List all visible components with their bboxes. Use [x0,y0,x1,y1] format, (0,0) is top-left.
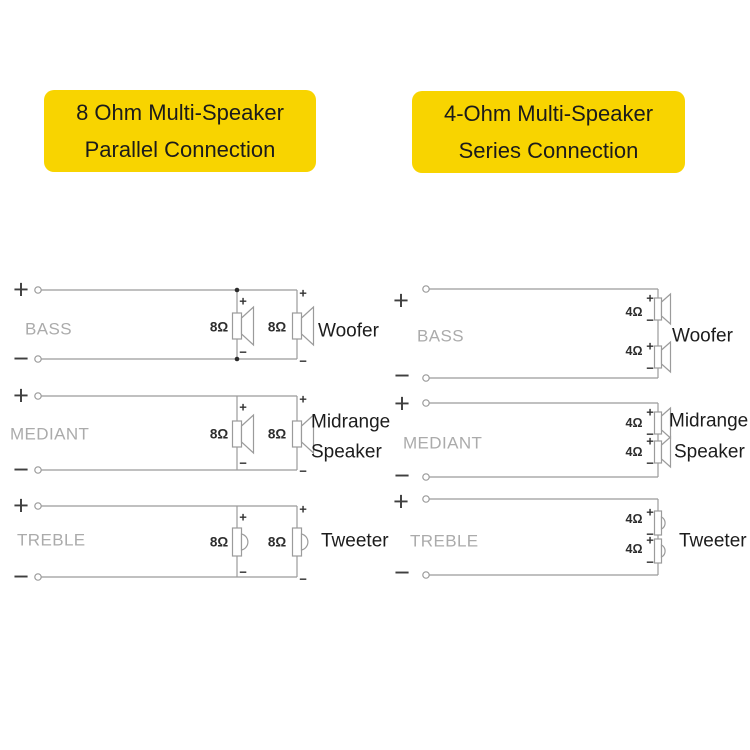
parallel-title-line1: 8 Ohm Multi-Speaker [76,99,284,125]
terminal-circle [422,571,430,579]
terminal-minus: − [394,360,410,391]
terminal-circle [422,473,430,481]
terminal-circle [34,286,42,294]
tweeter-icon [231,527,249,557]
terminal-minus: − [394,460,410,491]
polarity-plus: + [646,338,654,354]
polarity-minus: − [239,564,247,580]
impedance-label: 4Ω [625,415,643,430]
channel-label-treble: TREBLE [17,530,86,550]
parallel-title-line2: Parallel Connection [84,137,276,162]
speaker-name-midrange2: Speaker [311,441,382,463]
polarity-plus: + [299,285,307,301]
polarity-plus: + [239,509,247,525]
channel-label-mediant: MEDIANT [10,424,90,444]
speaker-name-midrange2: Speaker [674,441,745,463]
impedance-label: 8Ω [209,534,229,550]
terminal-circle [34,573,42,581]
impedance-label: 8Ω [267,319,287,335]
polarity-minus: − [299,463,307,479]
tweeter-icon [653,538,666,564]
speaker-name-woofer: Woofer [672,325,733,347]
terminal-plus: + [394,388,410,419]
tweeter-icon [291,527,309,557]
polarity-minus: − [646,455,654,471]
impedance-label: 8Ω [267,426,287,442]
polarity-plus: + [239,399,247,415]
series-diagram [422,285,672,579]
terminal-circle [422,495,430,503]
impedance-label: 4Ω [625,444,643,459]
terminal-circle [422,374,430,382]
speaker-name-woofer: Woofer [318,320,379,342]
junction-dot [234,356,240,362]
terminal-circle [422,399,430,407]
polarity-minus: − [646,426,654,442]
terminal-circle [34,355,42,363]
polarity-minus: − [646,360,654,376]
polarity-plus: + [239,293,247,309]
impedance-label: 4Ω [625,304,643,319]
midrange-speaker-icon [653,435,672,469]
impedance-label: 8Ω [267,534,287,550]
terminal-plus: + [393,285,409,316]
speaker-name-midrange: Midrange [669,410,749,432]
parallel-diagram [34,286,315,581]
series-title-line2: Series Connection [458,138,639,163]
polarity-plus: + [646,290,654,306]
impedance-label: 8Ω [209,319,229,335]
midrange-speaker-icon [291,413,315,455]
terminal-minus: − [13,454,29,485]
polarity-minus: − [646,312,654,328]
terminal-circle [34,502,42,510]
polarity-minus: − [646,526,654,542]
tweeter-icon [653,510,666,536]
junction-dot [234,287,240,293]
parallel-title-banner: 8 Ohm Multi-Speaker Parallel Connection [44,90,316,172]
polarity-minus: − [299,571,307,587]
terminal-plus: + [13,380,29,411]
terminal-minus: − [13,343,29,374]
terminal-plus: + [13,490,29,521]
terminal-circle [34,392,42,400]
series-title-line1: 4-Ohm Multi-Speaker [443,100,654,126]
terminal-circle [422,285,430,293]
impedance-label: 4Ω [625,541,643,556]
channel-label-bass: BASS [417,326,464,346]
polarity-minus: − [239,455,247,471]
terminal-circle [34,466,42,474]
polarity-plus: + [646,404,654,420]
terminal-minus: − [394,557,410,588]
speaker-name-midrange: Midrange [311,411,391,433]
terminal-minus: − [13,561,29,592]
impedance-label: 8Ω [209,426,229,442]
speaker-name-tweeter: Tweeter [321,530,389,552]
impedance-label: 4Ω [625,343,643,358]
polarity-plus: + [646,504,654,520]
polarity-plus: + [299,501,307,517]
woofer-icon [231,305,255,347]
polarity-minus: − [299,353,307,369]
polarity-plus: + [646,532,654,548]
polarity-minus: − [646,554,654,570]
impedance-label: 4Ω [625,511,643,526]
polarity-minus: − [239,344,247,360]
woofer-icon [653,292,672,326]
polarity-plus: + [299,391,307,407]
series-title-banner: 4-Ohm Multi-Speaker Series Connection [412,91,685,173]
woofer-icon [653,340,672,374]
terminal-plus: + [13,274,29,305]
polarity-plus: + [646,433,654,449]
midrange-speaker-icon [231,413,255,455]
channel-label-treble: TREBLE [410,531,479,551]
woofer-icon [291,305,315,347]
speaker-name-tweeter: Tweeter [679,530,747,552]
channel-label-bass: BASS [25,319,72,339]
channel-label-mediant: MEDIANT [403,433,483,453]
terminal-plus: + [393,486,409,517]
